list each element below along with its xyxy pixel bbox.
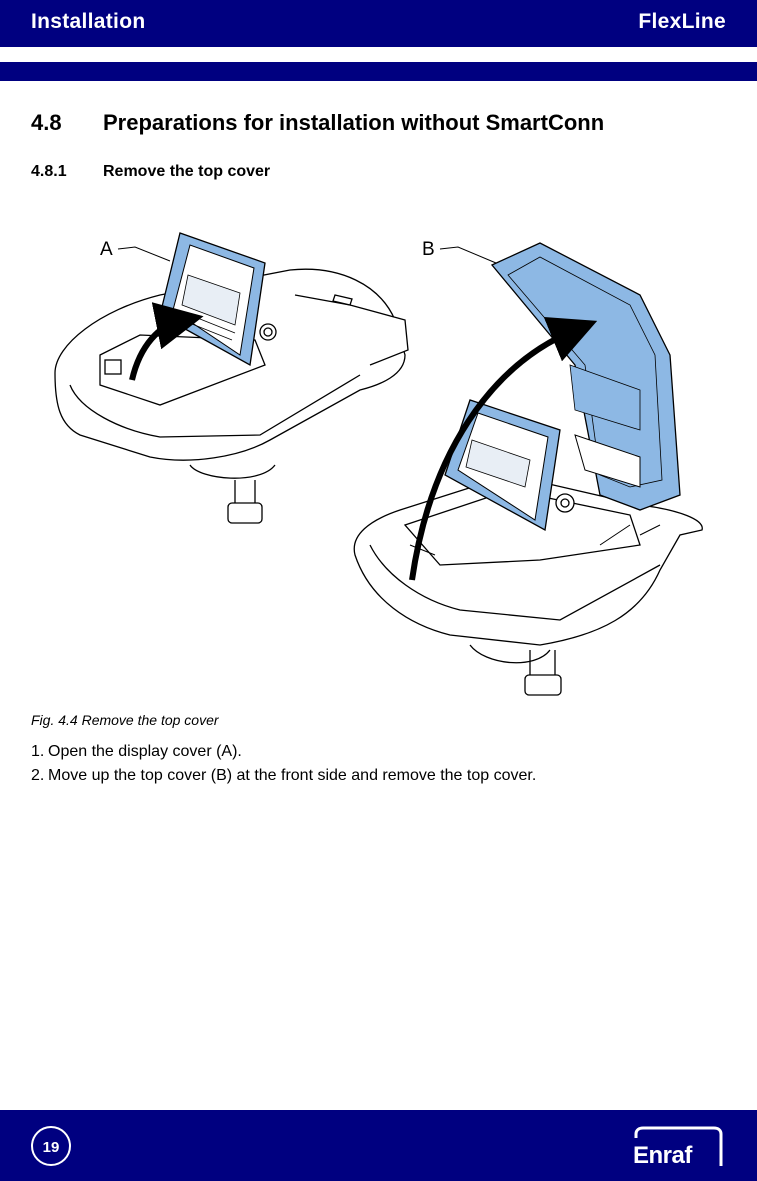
display-cover-a: [129, 232, 266, 381]
device-b: [353, 474, 703, 696]
installation-figure: A B: [54, 232, 703, 696]
device-a: [54, 268, 409, 524]
subsection-heading: 4.8.1 Remove the top cover: [31, 163, 270, 181]
enraf-logo: [634, 1126, 723, 1166]
section-number: 4.8: [31, 110, 62, 135]
header-section: Installation: [31, 10, 146, 33]
step-item: 1.Open the display cover (A).: [31, 740, 536, 764]
header-product: FlexLine: [638, 10, 726, 33]
callout-label-b: B: [422, 239, 435, 260]
page-footer-bar: [0, 1110, 757, 1181]
step-list: 1.Open the display cover (A). 2.Move up …: [31, 740, 536, 788]
header-band: [0, 62, 757, 81]
step-text: Open the display cover (A).: [48, 743, 242, 760]
step-number: 1.: [31, 743, 45, 760]
page-number-badge: 19: [31, 1126, 71, 1166]
page-header-bar: Installation FlexLine: [0, 0, 757, 47]
step-text: Move up the top cover (B) at the front s…: [48, 767, 537, 784]
figure-caption: Fig. 4.4 Remove the top cover: [31, 712, 219, 728]
subsection-title: Remove the top cover: [103, 163, 271, 180]
subsection-number: 4.8.1: [31, 163, 67, 180]
callout-b: B: [422, 239, 497, 264]
callout-a: A: [100, 239, 171, 262]
section-title: Preparations for installation without Sm…: [103, 110, 605, 135]
step-number: 2.: [31, 767, 45, 784]
step-item: 2.Move up the top cover (B) at the front…: [31, 764, 536, 788]
section-heading: 4.8 Preparations for installation without…: [31, 110, 604, 136]
brand-name: Enraf: [633, 1142, 692, 1169]
callout-label-a: A: [100, 239, 113, 260]
top-cover-b: [409, 242, 681, 581]
